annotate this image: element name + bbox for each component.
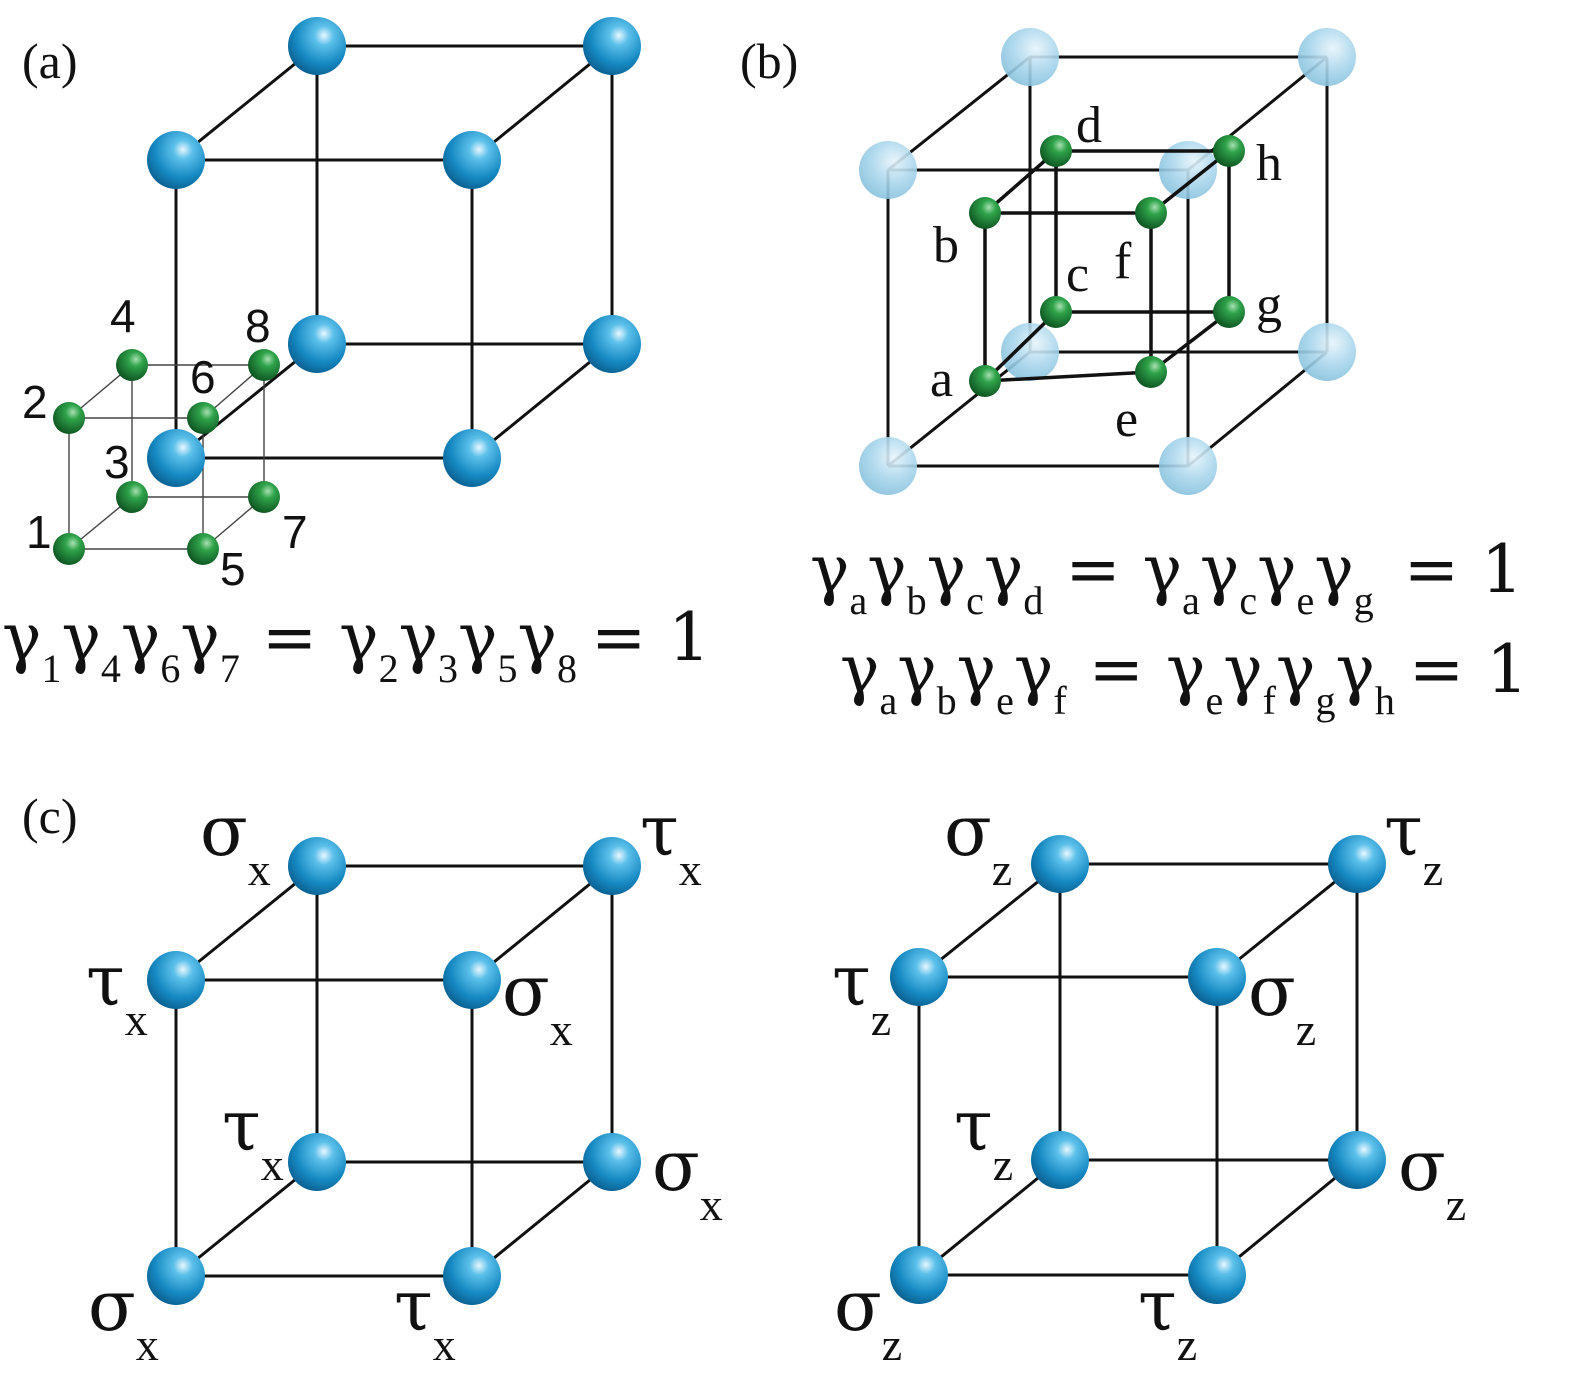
panel-a-equation: γ1γ4γ6γ7=γ2γ3γ5γ8=1: [2, 599, 710, 691]
spin-label-tau-x: τx: [640, 790, 702, 895]
site-label-c: c: [1066, 246, 1089, 303]
atom-blue: [147, 131, 205, 189]
atom-blue: [890, 1246, 948, 1304]
panel-a-big-cube-edges: [174, 44, 614, 460]
atom-blue: [583, 1133, 641, 1191]
spin-label-sigma-z: σz: [1248, 950, 1316, 1055]
atom-green-2: [53, 402, 85, 434]
atom-blue: [1031, 835, 1089, 893]
site-label-d: d: [1076, 97, 1102, 154]
site-label-6: 6: [190, 351, 216, 403]
panel-c-left-cube: σx τx τx σx τx σx σx τx: [86, 790, 723, 1370]
spin-label-tau-x: τx: [222, 1085, 284, 1190]
site-label-2: 2: [22, 376, 48, 428]
atom-blue: [1188, 948, 1246, 1006]
site-label-7: 7: [282, 506, 308, 558]
panel-c-right-cube: σz τz τz σz τz σz σz τz: [832, 790, 1466, 1370]
atom-blue: [147, 1247, 205, 1305]
site-label-a: a: [930, 351, 953, 408]
site-label-b: b: [933, 217, 959, 274]
atom-blue: [1328, 835, 1386, 893]
atom-blue-faded: [859, 141, 917, 199]
atom-green-6: [187, 402, 219, 434]
site-label-5: 5: [220, 543, 246, 595]
spin-label-sigma-z: σz: [1398, 1125, 1466, 1230]
spin-label-sigma-z: σz: [944, 790, 1012, 895]
panel-b-label: (b): [740, 33, 798, 89]
atom-blue-faded: [1001, 323, 1059, 381]
site-label-f: f: [1114, 233, 1132, 290]
atom-blue: [443, 131, 501, 189]
atom-blue: [147, 429, 205, 487]
site-label-3: 3: [104, 436, 130, 488]
panel-b-inner-cube-edges: [983, 149, 1231, 383]
atom-blue: [288, 1133, 346, 1191]
spin-label-sigma-z: σz: [834, 1265, 902, 1370]
atom-blue: [288, 315, 346, 373]
atom-blue: [288, 837, 346, 895]
panel-b-equation-2: γaγbγeγf=γeγfγgγh=1: [840, 631, 1528, 723]
atom-blue-faded: [1001, 28, 1059, 86]
spin-label-sigma-x: σx: [502, 950, 573, 1055]
atom-blue: [583, 315, 641, 373]
atom-green-e: [1135, 356, 1167, 388]
panel-b: (b): [740, 28, 1528, 723]
panel-a: (a): [2, 17, 710, 691]
atom-green-1: [53, 533, 85, 565]
atom-blue: [288, 17, 346, 75]
atom-blue-faded: [1298, 28, 1356, 86]
spin-label-sigma-x: σx: [200, 790, 271, 895]
atom-green-g: [1213, 296, 1245, 328]
atom-blue: [443, 429, 501, 487]
spin-label-tau-z: τz: [832, 940, 891, 1045]
atom-blue-faded: [859, 437, 917, 495]
site-label-8: 8: [245, 300, 271, 352]
panel-c: (c) σx τx τx σx τ: [22, 788, 1466, 1370]
site-label-e: e: [1115, 391, 1138, 448]
site-label-h: h: [1256, 135, 1282, 192]
spin-label-sigma-x: σx: [88, 1265, 159, 1370]
atom-blue: [443, 951, 501, 1009]
atom-blue-faded: [1298, 323, 1356, 381]
atom-green-4: [116, 349, 148, 381]
atom-blue: [1328, 1131, 1386, 1189]
spin-label-tau-z: τz: [1384, 790, 1443, 895]
atom-blue-faded: [1159, 141, 1217, 199]
atom-blue: [1031, 1131, 1089, 1189]
atom-green-a: [969, 365, 1001, 397]
panel-c-label: (c): [22, 788, 78, 844]
spin-label-tau-z: τz: [954, 1085, 1013, 1190]
atom-green-h: [1213, 135, 1245, 167]
site-label-g: g: [1256, 277, 1282, 334]
spin-label-sigma-x: σx: [652, 1125, 723, 1230]
atom-green-f: [1135, 197, 1167, 229]
site-label-1: 1: [26, 506, 52, 558]
panel-b-equation-1: γaγbγcγd=γaγcγeγg=1: [810, 531, 1523, 623]
atom-green-5: [187, 533, 219, 565]
atom-blue: [890, 948, 948, 1006]
atom-blue: [583, 17, 641, 75]
atom-blue: [583, 837, 641, 895]
atom-green-8: [248, 349, 280, 381]
atom-green-7: [248, 481, 280, 513]
spin-label-tau-x: τx: [86, 940, 148, 1045]
spin-label-tau-z: τz: [1138, 1265, 1197, 1370]
atom-green-d: [1040, 135, 1072, 167]
atom-blue: [1188, 1246, 1246, 1304]
atom-green-c: [1040, 296, 1072, 328]
site-label-4: 4: [110, 290, 136, 342]
panel-a-label: (a): [22, 33, 78, 89]
atom-blue: [443, 1247, 501, 1305]
atom-blue: [147, 951, 205, 1009]
atom-green-b: [969, 197, 1001, 229]
spin-label-tau-x: τx: [394, 1265, 456, 1370]
atom-green-3: [116, 481, 148, 513]
atom-blue-faded: [1159, 437, 1217, 495]
